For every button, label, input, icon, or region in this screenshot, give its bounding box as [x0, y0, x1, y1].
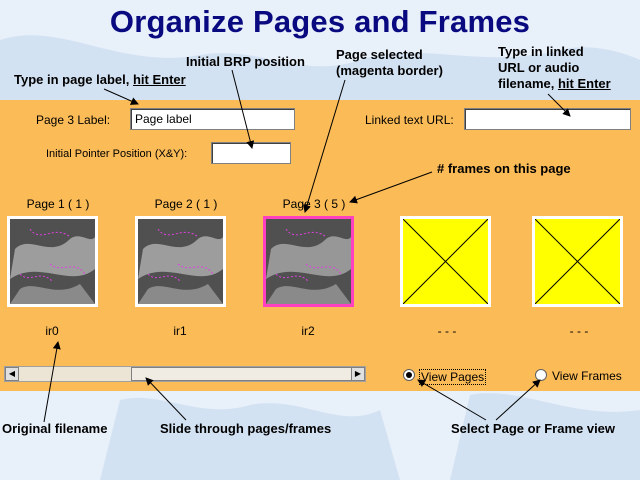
page-title: Organize Pages and Frames	[109, 4, 531, 39]
page-caption: Page 1 ( 1 )	[26, 197, 90, 211]
page-filename: ir1	[173, 324, 187, 338]
empty-page-slot[interactable]	[532, 216, 623, 307]
page-caption: Page 3 ( 5 )	[282, 197, 346, 211]
satellite-image-icon	[10, 219, 95, 304]
linked-url-caption: Linked text URL:	[365, 113, 454, 127]
page-thumbnail-2[interactable]	[135, 216, 226, 307]
note-frames-count: # frames on this page	[437, 161, 571, 176]
view-pages-radio[interactable]	[403, 369, 415, 381]
note-brp: Initial BRP position	[186, 54, 305, 69]
scroll-left-button[interactable]: ◀	[5, 367, 19, 381]
satellite-image-icon	[138, 219, 223, 304]
empty-x-icon	[534, 218, 621, 305]
page-label-input[interactable]	[130, 108, 295, 130]
note-slide: Slide through pages/frames	[160, 421, 332, 436]
empty-page-slot[interactable]	[400, 216, 491, 307]
page-filename: ir2	[301, 324, 315, 338]
scroll-right-button[interactable]: ▶	[351, 367, 365, 381]
horizontal-scrollbar[interactable]: ◀ ▶	[4, 366, 366, 382]
page-filename: ir0	[45, 324, 59, 338]
view-frames-label[interactable]: View Frames	[552, 369, 622, 383]
pointer-position-input[interactable]	[211, 142, 291, 164]
note-original-filename: Original filename	[2, 421, 108, 436]
note-linked-url: Type in linked URL or audio filename, hi…	[498, 44, 611, 91]
page-thumbnail-1[interactable]	[7, 216, 98, 307]
satellite-image-icon	[266, 219, 351, 304]
note-label-hint: Type in page label, hit Enter	[14, 72, 186, 87]
page-label-caption: Page 3 Label:	[36, 113, 111, 127]
linked-url-input[interactable]	[464, 108, 631, 130]
page-filename: - - -	[569, 324, 589, 338]
note-select-view: Select Page or Frame view	[451, 421, 616, 436]
page-thumbnail-3-selected[interactable]	[263, 216, 354, 307]
empty-x-icon	[402, 218, 489, 305]
pointer-position-caption: Initial Pointer Position (X&Y):	[46, 148, 188, 160]
view-frames-radio[interactable]	[535, 369, 547, 381]
view-pages-label[interactable]: View Pages	[419, 369, 487, 385]
scroll-thumb[interactable]	[131, 367, 357, 381]
page-filename: - - -	[437, 324, 457, 338]
note-page-selected: Page selected (magenta border)	[336, 47, 443, 78]
page-caption: Page 2 ( 1 )	[154, 197, 218, 211]
